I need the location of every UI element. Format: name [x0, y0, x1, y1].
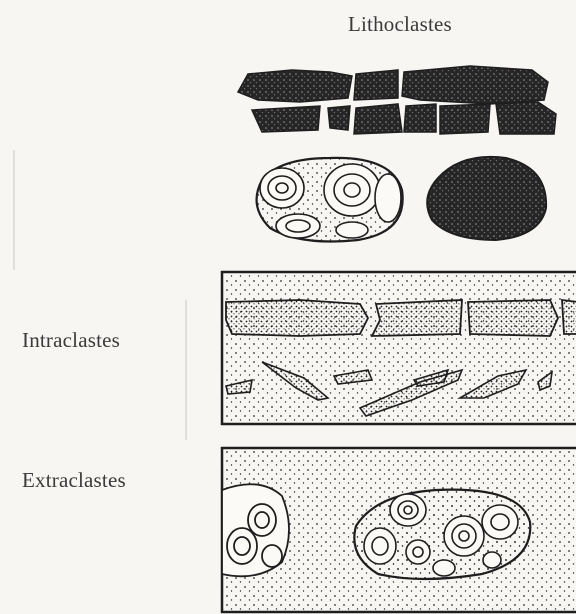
- oolithic-grain: [257, 158, 403, 242]
- intraclast-panel: [222, 272, 576, 424]
- speckled-grain: [427, 157, 546, 240]
- scan-marks: [14, 150, 186, 440]
- extraclast-panel: [222, 448, 576, 612]
- lithoclast-blocks: [238, 66, 556, 134]
